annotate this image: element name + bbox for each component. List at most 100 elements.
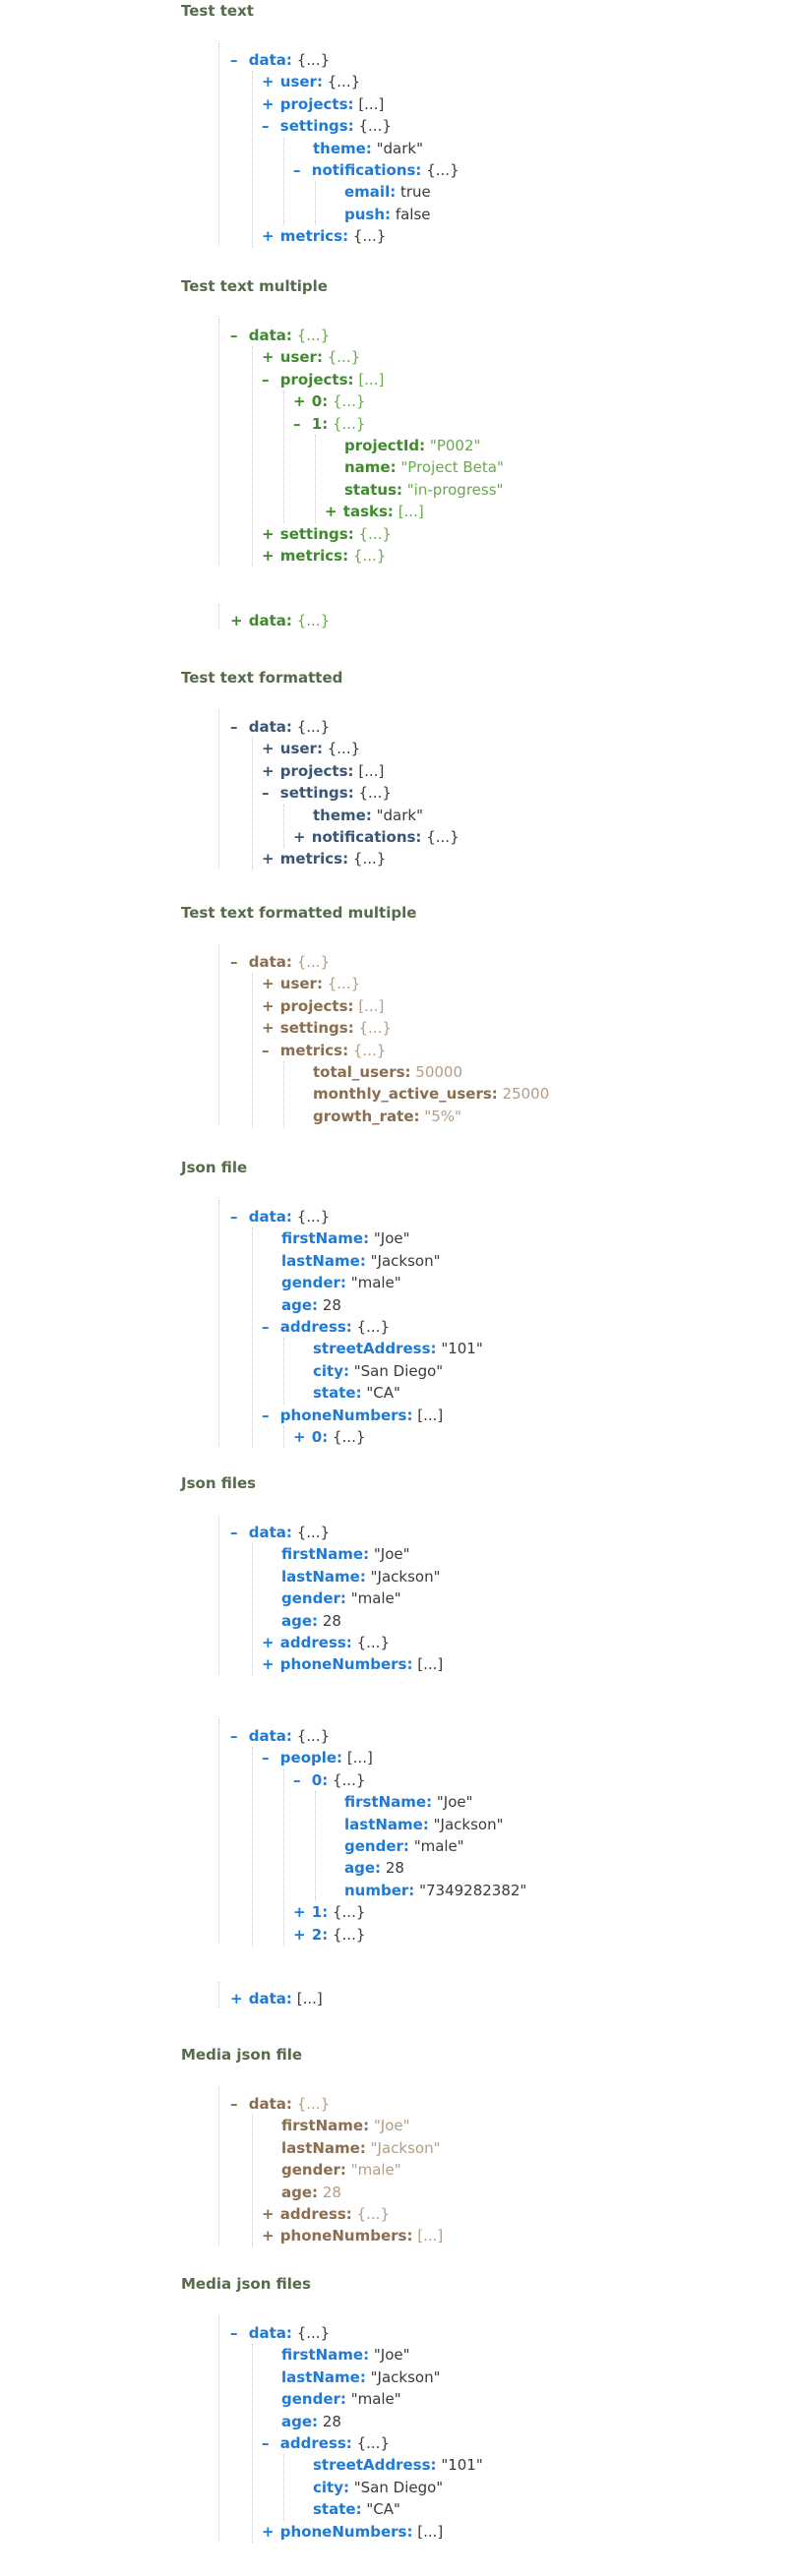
json-key[interactable]: data:: [248, 1524, 292, 1541]
json-key[interactable]: projects:: [279, 370, 354, 389]
expand-toggle-icon[interactable]: +: [262, 761, 275, 780]
tree-row[interactable]: + projects: [...]: [262, 995, 384, 1017]
tree-row[interactable]: + data: [...]: [230, 1988, 323, 2009]
collapse-toggle-icon[interactable]: –: [230, 2324, 238, 2342]
tree-row[interactable]: + phoneNumbers: [...]: [262, 2225, 443, 2247]
tree-row[interactable]: + user: {...}: [262, 71, 360, 92]
tree-row[interactable]: – metrics: {...}: [262, 1040, 386, 1061]
json-key[interactable]: phoneNumbers:: [279, 2522, 413, 2541]
json-key[interactable]: metrics:: [279, 1041, 349, 1059]
json-key[interactable]: data:: [248, 327, 292, 344]
expand-toggle-icon[interactable]: +: [293, 392, 306, 411]
collapse-toggle-icon[interactable]: –: [262, 370, 270, 389]
json-key[interactable]: settings:: [279, 524, 354, 543]
expand-toggle-icon[interactable]: +: [262, 2205, 275, 2223]
expand-toggle-icon[interactable]: +: [262, 2522, 275, 2541]
collapse-toggle-icon[interactable]: –: [230, 51, 238, 69]
tree-row[interactable]: – people: [...]: [262, 1747, 373, 1768]
tree-row[interactable]: – data: {...}: [230, 1206, 330, 1228]
json-key[interactable]: data:: [248, 1208, 292, 1226]
tree-row[interactable]: – data: {...}: [230, 716, 330, 738]
collapse-toggle-icon[interactable]: –: [230, 718, 238, 736]
json-key[interactable]: notifications:: [311, 828, 422, 846]
collapse-toggle-icon[interactable]: –: [262, 117, 270, 136]
tree-row[interactable]: + user: {...}: [262, 738, 360, 759]
tree-row[interactable]: – data: {...}: [230, 325, 330, 346]
tree-row[interactable]: + 1: {...}: [293, 1901, 365, 1923]
tree-row[interactable]: + settings: {...}: [262, 1017, 392, 1039]
json-key[interactable]: projects:: [279, 761, 354, 780]
collapse-toggle-icon[interactable]: –: [230, 1524, 238, 1541]
collapse-toggle-icon[interactable]: –: [230, 1727, 238, 1745]
expand-toggle-icon[interactable]: +: [262, 740, 275, 758]
expand-toggle-icon[interactable]: +: [262, 2227, 275, 2246]
expand-toggle-icon[interactable]: +: [293, 1903, 306, 1922]
tree-row[interactable]: – address: {...}: [262, 1316, 390, 1338]
expand-toggle-icon[interactable]: +: [262, 996, 275, 1015]
json-key[interactable]: 2:: [311, 1925, 329, 1944]
tree-row[interactable]: – settings: {...}: [262, 115, 392, 137]
json-key[interactable]: data:: [248, 718, 292, 736]
json-key[interactable]: settings:: [279, 784, 354, 803]
tree-row[interactable]: – data: {...}: [230, 1522, 330, 1543]
tree-row[interactable]: + metrics: {...}: [262, 225, 386, 247]
tree-row[interactable]: + phoneNumbers: [...]: [262, 1653, 443, 1675]
json-key[interactable]: projects:: [279, 94, 354, 113]
json-key[interactable]: data:: [248, 51, 292, 69]
tree-row[interactable]: + address: {...}: [262, 1632, 390, 1653]
tree-row[interactable]: – data: {...}: [230, 49, 330, 71]
expand-toggle-icon[interactable]: +: [262, 348, 275, 367]
collapse-toggle-icon[interactable]: –: [293, 414, 301, 433]
json-key[interactable]: user:: [279, 740, 323, 758]
expand-toggle-icon[interactable]: +: [262, 73, 275, 91]
tree-row[interactable]: – phoneNumbers: [...]: [262, 1405, 443, 1426]
json-key[interactable]: settings:: [279, 1019, 354, 1038]
json-key[interactable]: 1:: [311, 414, 329, 433]
json-key[interactable]: tasks:: [342, 503, 394, 521]
json-key[interactable]: 1:: [311, 1903, 329, 1922]
expand-toggle-icon[interactable]: +: [262, 524, 275, 543]
json-key[interactable]: user:: [279, 348, 323, 367]
json-key[interactable]: phoneNumbers:: [279, 1406, 413, 1424]
expand-toggle-icon[interactable]: +: [293, 828, 306, 846]
tree-row[interactable]: – 0: {...}: [293, 1769, 365, 1791]
collapse-toggle-icon[interactable]: –: [262, 1318, 270, 1336]
json-key[interactable]: projects:: [279, 996, 354, 1015]
tree-row[interactable]: + projects: [...]: [262, 93, 384, 115]
json-key[interactable]: data:: [248, 2095, 292, 2113]
json-key[interactable]: notifications:: [311, 161, 422, 179]
expand-toggle-icon[interactable]: +: [262, 1634, 275, 1651]
json-key[interactable]: phoneNumbers:: [279, 2227, 413, 2246]
tree-row[interactable]: + projects: [...]: [262, 760, 384, 782]
json-key[interactable]: 0:: [311, 1770, 329, 1789]
expand-toggle-icon[interactable]: +: [293, 1428, 306, 1446]
tree-row[interactable]: – settings: {...}: [262, 782, 392, 804]
tree-row[interactable]: + user: {...}: [262, 973, 360, 994]
expand-toggle-icon[interactable]: +: [262, 94, 275, 113]
collapse-toggle-icon[interactable]: –: [262, 2434, 270, 2452]
tree-row[interactable]: + user: {...}: [262, 346, 360, 368]
tree-row[interactable]: + phoneNumbers: [...]: [262, 2521, 443, 2543]
json-key[interactable]: 0:: [311, 1428, 329, 1446]
expand-toggle-icon[interactable]: +: [293, 1925, 306, 1944]
json-key[interactable]: metrics:: [279, 227, 349, 246]
tree-row[interactable]: – data: {...}: [230, 2093, 330, 2115]
expand-toggle-icon[interactable]: +: [262, 1019, 275, 1038]
json-key[interactable]: address:: [279, 2434, 352, 2452]
json-key[interactable]: 0:: [311, 392, 329, 411]
collapse-toggle-icon[interactable]: –: [230, 1208, 238, 1226]
json-key[interactable]: people:: [279, 1749, 343, 1767]
json-key[interactable]: data:: [248, 1727, 292, 1745]
expand-toggle-icon[interactable]: +: [230, 1990, 243, 2007]
tree-row[interactable]: + address: {...}: [262, 2203, 390, 2225]
collapse-toggle-icon[interactable]: –: [262, 1041, 270, 1059]
json-key[interactable]: address:: [279, 1318, 352, 1336]
tree-row[interactable]: – data: {...}: [230, 951, 330, 973]
tree-row[interactable]: + metrics: {...}: [262, 545, 386, 567]
json-key[interactable]: data:: [248, 953, 292, 971]
collapse-toggle-icon[interactable]: –: [230, 327, 238, 344]
tree-row[interactable]: – projects: [...]: [262, 369, 384, 390]
collapse-toggle-icon[interactable]: –: [230, 953, 238, 971]
tree-row[interactable]: – address: {...}: [262, 2432, 390, 2454]
tree-row[interactable]: – 1: {...}: [293, 413, 365, 435]
